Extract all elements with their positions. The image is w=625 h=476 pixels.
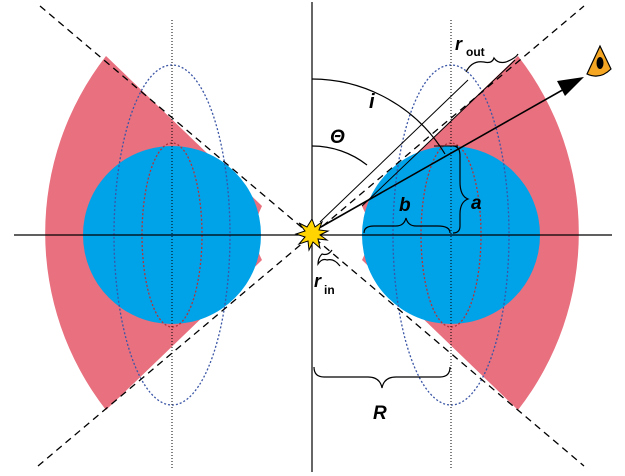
R-brace (313, 366, 451, 389)
line-of-sight-arrowhead (557, 77, 584, 96)
r-out-guide-upper (361, 59, 516, 207)
theta-label: Θ (330, 127, 345, 148)
cone-line-positive (37, 5, 585, 467)
r-out-brace (465, 53, 519, 73)
starburst-icon (294, 217, 330, 252)
eye-icon (586, 44, 612, 77)
a-label: a (471, 193, 482, 214)
r-out-guide-lower (319, 79, 469, 223)
r-out-label: r (455, 34, 463, 54)
r-out-subscript: out (466, 45, 485, 59)
a-brace (452, 145, 470, 234)
b-label: b (399, 195, 411, 216)
line-of-sight (311, 87, 567, 233)
b-brace (363, 217, 451, 234)
r-in-brace (317, 249, 341, 267)
r-in-subscript: in (324, 283, 335, 297)
R-label: R (373, 403, 387, 424)
cone-line-negative (39, 5, 585, 467)
inclination-label: i (369, 91, 375, 113)
theta-arc (311, 145, 368, 166)
r-in-label: r (314, 271, 322, 291)
